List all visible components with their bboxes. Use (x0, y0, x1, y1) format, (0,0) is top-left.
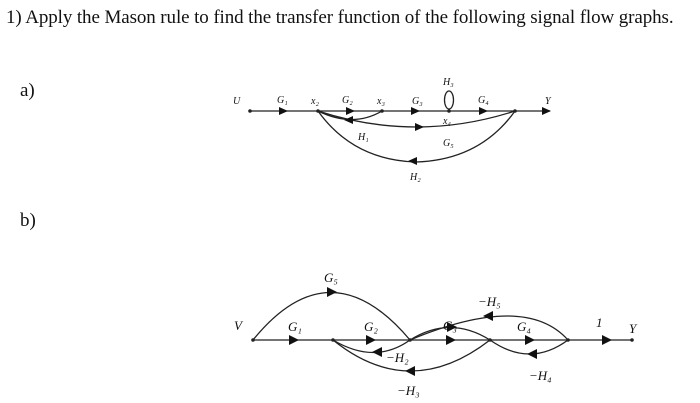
graph-a-label-g2: G₂ (342, 95, 353, 106)
graph-b-negh3-branch (332, 339, 491, 372)
graph-a-label-h2: H₂ (409, 172, 421, 183)
graph-a-label-h3: H₃ (442, 77, 454, 88)
part-b-label: b) (20, 210, 36, 231)
graph-b-negh5-branch (409, 315, 569, 341)
graph-a-arrow-g3 (411, 107, 420, 115)
graph-b-label-negh5: −H₅ (478, 294, 501, 309)
graph-b-g5-branch (252, 292, 411, 341)
graph-b-arrow-one (602, 335, 612, 345)
graph-b-arrow-negh2 (372, 347, 382, 357)
graph-b-label-negh4: −H₄ (529, 368, 552, 383)
graph-a-arrow-h1 (344, 116, 353, 124)
graph-b-arrow-g2 (366, 335, 376, 345)
graph-b-label-g1: G₁ (288, 319, 302, 334)
graph-b-arrow-g4 (525, 335, 535, 345)
graph-b-label-negh2: −H₂ (386, 350, 409, 365)
graph-b-label-negh3: −H₃ (397, 383, 420, 398)
graph-a-arrow-g2 (346, 107, 355, 115)
graph-a-arrow-output (542, 107, 551, 115)
graph-b-node-2 (331, 338, 335, 342)
graph-a-node-y-junction (513, 109, 517, 113)
graph-a-label-g3: G₃ (412, 96, 423, 107)
graph-a-arrow-g4 (479, 107, 488, 115)
graph-b-label-g4: G₄ (517, 319, 531, 334)
graph-a-label-x3: x₃ (376, 96, 385, 107)
graph-b-arrow-negh4 (527, 349, 537, 359)
graph-b-node-y (630, 338, 634, 342)
graph-a-label-x2: x₂ (310, 96, 319, 107)
graph-a-label-g1: G₁ (277, 95, 288, 106)
graph-a-label-g5: G₅ (443, 138, 454, 149)
graph-b-arrow-g3 (447, 322, 457, 332)
graph-a-label-x4: x₄ (442, 116, 451, 127)
graph-a-label-g4: G₄ (478, 95, 489, 106)
graph-b-label-one: 1 (596, 315, 603, 330)
graph-b-arrow-main-3-4 (446, 335, 456, 345)
graph-b-label-g2: G₂ (364, 319, 378, 334)
graph-b-node-3 (408, 338, 412, 342)
graph-b-label-v: V (234, 318, 244, 333)
graph-a-h3-self-loop (443, 90, 455, 110)
graph-b-label-g3: G₃ (443, 318, 457, 333)
graph-b-node-5 (566, 338, 570, 342)
graph-a-label-y: Y (545, 96, 552, 107)
graph-a-arrow-g5 (415, 123, 424, 131)
graph-b-node-4 (488, 338, 492, 342)
graph-b: V G₁ G₂ G₅ G₃ −H₅ G₄ 1 Y −H₂ −H₃ −H₄ (234, 270, 638, 398)
graph-a-label-u: U (233, 96, 241, 107)
graph-b-arrow-negh3 (405, 366, 415, 376)
graph-b-arrow-g1 (289, 335, 299, 345)
graph-a-arrow-h2 (408, 157, 417, 165)
graph-b-label-y: Y (629, 321, 638, 336)
graph-a-arrow-g1 (279, 107, 288, 115)
graph-a-node-x3 (380, 109, 384, 113)
graph-b-label-g5: G₅ (324, 270, 338, 285)
graph-b-node-v (251, 338, 255, 342)
graph-a-node-x4 (447, 109, 451, 113)
graph-a: U G₁ x₂ G₂ x₃ G₃ H₃ x₄ G₄ Y H₁ G₅ H₂ (233, 77, 552, 183)
question-text: 1) Apply the Mason rule to find the tran… (6, 7, 674, 28)
graph-a-node-x2 (316, 109, 320, 113)
graph-b-arrow-negh5 (483, 311, 493, 321)
graph-b-arrow-g5 (327, 287, 337, 297)
graph-a-label-h1: H₁ (357, 132, 369, 143)
graph-a-node-u (248, 109, 252, 113)
part-a-label: a) (20, 80, 35, 101)
